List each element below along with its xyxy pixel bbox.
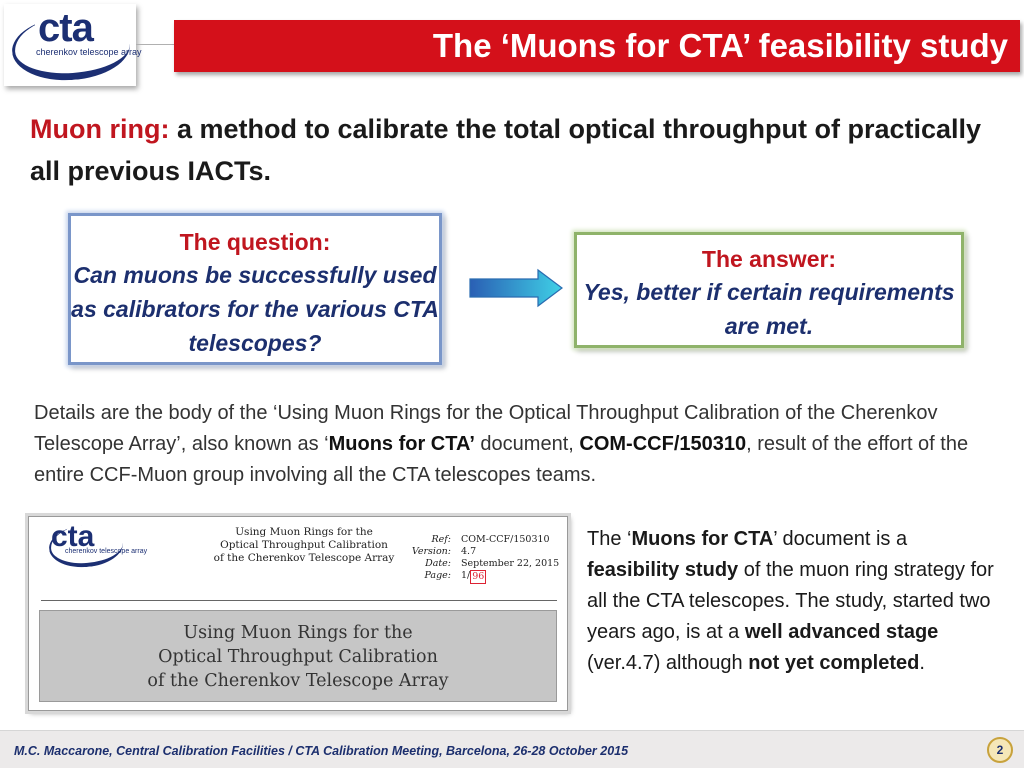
doc-header-title-line: Using Muon Rings for the	[235, 526, 373, 538]
logo-text: cta	[38, 6, 94, 50]
answer-box: The answer: Yes, better if certain requi…	[574, 232, 964, 348]
summary-text-4: (ver.4.7) although	[587, 652, 749, 674]
heading-colon: :	[160, 114, 170, 144]
doc-version-label: Version:	[411, 546, 451, 557]
details-paragraph: Details are the body of the ‘Using Muon …	[34, 398, 1004, 491]
doc-header-title-line: of the Cherenkov Telescope Array	[213, 552, 395, 564]
summary-bold-4: not yet completed	[748, 652, 920, 674]
summary-text-1: The ‘	[587, 528, 632, 550]
doc-page-total: 96	[470, 570, 487, 584]
question-title: The question:	[179, 229, 331, 255]
details-bold-1: Muons for CTA’	[328, 433, 475, 455]
details-text-1: Details are the body of the ‘Using Muon …	[34, 402, 938, 455]
header-divider	[136, 44, 176, 45]
answer-body: Yes, better if certain requirements are …	[583, 279, 955, 339]
doc-meta: Ref: COM-CCF/150310 Version: 4.7 Date: Sept…	[409, 534, 559, 584]
cta-logo: cta cherenkov telescope array	[4, 4, 142, 86]
answer-title: The answer:	[701, 246, 837, 272]
doc-logo-text: cta	[51, 520, 95, 553]
question-body: Can muons be successfully used as calibr…	[71, 262, 439, 356]
doc-page-label: Page:	[424, 570, 451, 581]
doc-big-title-line: Optical Throughput Calibration	[158, 647, 438, 667]
doc-big-title-line: of the Cherenkov Telescope Array	[147, 671, 449, 691]
summary-paragraph: The ‘Muons for CTA’ document is a feasib…	[587, 524, 1002, 679]
summary-text-3: of the muon ring strategy for all the CT…	[587, 559, 994, 643]
doc-version-value: 4.7	[461, 546, 477, 557]
details-text-2: document,	[474, 433, 580, 455]
summary-bold-1: Muons for CTA	[631, 528, 774, 550]
footer-citation: M.C. Maccarone, Central Calibration Faci…	[14, 744, 629, 758]
doc-header-title: Using Muon Rings for the Optical Through…	[199, 526, 409, 565]
page-number: 2	[987, 737, 1013, 763]
doc-title-block: Using Muon Rings for the Optical Through…	[39, 610, 557, 702]
heading-text: a method to calibrate the total optical …	[30, 114, 982, 186]
doc-header-title-line: Optical Throughput Calibration	[220, 539, 388, 551]
logo-subtitle: cherenkov telescope array	[36, 47, 142, 57]
details-text-3: , result of the effort of the entire CCF…	[34, 433, 969, 486]
summary-text-5: .	[919, 652, 925, 674]
summary-text-2: ’ document is a	[773, 528, 908, 550]
doc-ref-label: Ref:	[431, 534, 452, 545]
details-bold-2: COM-CCF/150310	[579, 433, 747, 455]
slide-heading: Muon ring: a method to calibrate the tot…	[30, 108, 990, 192]
slide-title: The ‘Muons for CTA’ feasibility study	[432, 27, 1008, 64]
doc-date-label: Date:	[425, 558, 451, 569]
summary-bold-2: feasibility study	[587, 559, 739, 581]
question-box: The question: Can muons be successfully …	[68, 213, 442, 365]
doc-ref-value: COM-CCF/150310	[461, 534, 550, 545]
doc-page-value: 1/	[461, 570, 471, 581]
summary-bold-3: well advanced stage	[744, 621, 939, 643]
doc-divider	[41, 600, 557, 601]
right-arrow-icon	[469, 268, 563, 308]
title-bar: The ‘Muons for CTA’ feasibility study	[174, 20, 1020, 72]
doc-date-value: September 22, 2015	[461, 558, 560, 569]
doc-logo-subtitle: cherenkov telescope array	[65, 548, 148, 555]
footer: M.C. Maccarone, Central Calibration Faci…	[0, 730, 1024, 768]
heading-lead: Muon ring	[30, 114, 161, 144]
document-preview: cta cherenkov telescope array Using Muon…	[28, 516, 568, 711]
doc-big-title-line: Using Muon Rings for the	[183, 623, 413, 643]
